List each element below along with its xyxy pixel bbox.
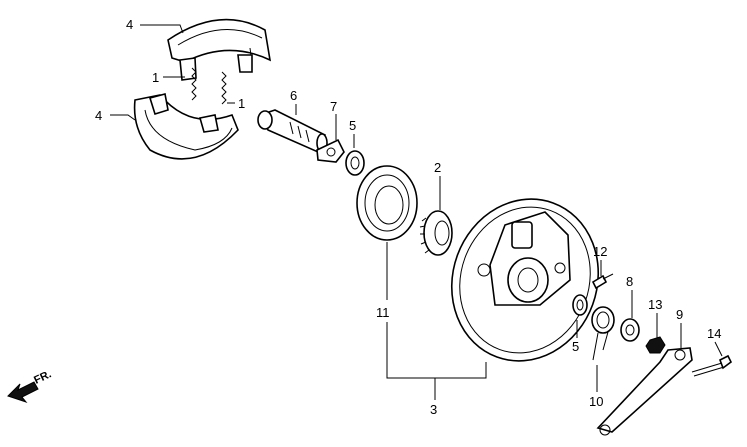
- grease-seal: [356, 165, 418, 241]
- label-grease-seal: 11: [376, 305, 390, 320]
- label-cam: 6: [290, 88, 297, 103]
- indicator-washer: [620, 318, 640, 342]
- brake-panel: [450, 198, 600, 362]
- dust-seal-left: [345, 150, 365, 176]
- label-small-bolt: 12: [593, 244, 607, 259]
- brake-shoe-upper: [167, 18, 272, 81]
- label-return-spring: 10: [589, 394, 603, 409]
- brake-shoe-lower: [133, 93, 239, 160]
- dust-seal-right: [572, 294, 588, 316]
- label-spring-lower: 1: [238, 96, 245, 111]
- label-brake-arm: 9: [676, 307, 683, 322]
- label-washer: 8: [626, 274, 633, 289]
- direction-marker: FR.: [7, 368, 53, 404]
- brake-cam: [257, 109, 328, 154]
- label-nut: 13: [648, 297, 662, 312]
- lock-nut: [645, 336, 666, 354]
- return-spring: [591, 306, 615, 361]
- label-shoe-upper: 4: [126, 17, 133, 32]
- wear-indicator: [316, 138, 345, 163]
- small-bolt: [591, 273, 614, 290]
- label-shoe-lower: 4: [95, 108, 102, 123]
- arm-bolt: [691, 354, 733, 377]
- label-indicator: 7: [330, 99, 337, 114]
- speedometer-gear: [419, 210, 453, 256]
- label-gear: 2: [434, 160, 441, 175]
- label-seal-right: 5: [572, 339, 579, 354]
- part-labels: 4 1 4 1 6 7 5 2 11 3 12 8 5 13 9 14 10: [95, 17, 721, 417]
- direction-label: FR.: [32, 368, 53, 386]
- label-spring-upper: 1: [152, 70, 159, 85]
- spring-lower: [221, 71, 227, 105]
- direction-arrow-icon: [7, 381, 39, 404]
- leader-lines: [110, 24, 723, 400]
- label-brake-panel: 3: [430, 402, 437, 417]
- label-seal-left: 5: [349, 118, 356, 133]
- brake-arm: [596, 347, 693, 436]
- label-arm-bolt: 14: [707, 326, 721, 341]
- spring-upper: [191, 67, 197, 101]
